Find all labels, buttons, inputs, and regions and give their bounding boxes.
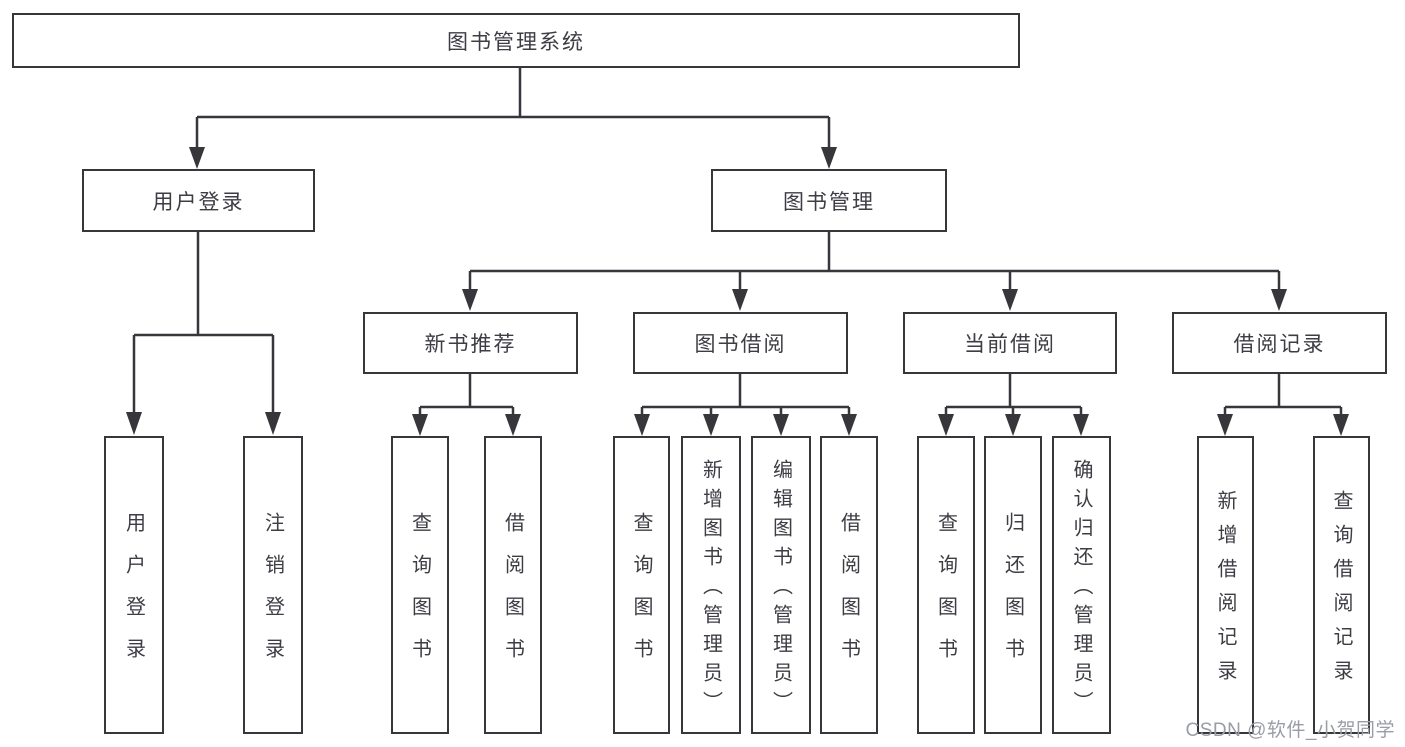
node-label: 编辑图书（管理员） [769,459,792,720]
leaf-borrow-books-borrowing: 借阅图书 [820,436,878,734]
leaf-borrow-books-recommend: 借阅图书 [484,436,542,734]
node-label: 确认归还（管理员） [1070,459,1092,720]
node-label: 用户登录 [152,190,245,214]
node-label: 借阅记录 [1233,333,1326,356]
csdn-watermark: CSDN @软件_小贺同学 [1185,720,1395,741]
node-label: 新增图书（管理员） [699,459,722,720]
leaf-add-borrow-record: 新增借阅记录 [1197,436,1254,734]
leaf-query-borrow-record: 查询借阅记录 [1313,436,1370,734]
node-label: 借阅图书 [837,512,860,680]
node-label: 注销登录 [261,512,284,680]
leaf-edit-books-admin: 编辑图书（管理员） [751,436,811,734]
node-new-book-recommendation: 新书推荐 [363,312,578,374]
leaf-query-books-current: 查询图书 [917,436,975,734]
node-label: 用户登录 [122,512,145,680]
node-label: 图书管理系统 [447,30,585,54]
node-label: 借阅图书 [501,512,524,680]
node-label: 查询图书 [408,512,431,680]
node-label: 归还图书 [1001,512,1024,680]
node-label: 新书推荐 [424,333,517,356]
node-book-management: 图书管理 [711,169,947,232]
node-label: 当前借阅 [964,333,1056,356]
node-label: 图书管理 [783,190,875,214]
leaf-return-books: 归还图书 [984,436,1042,734]
node-user-login: 用户登录 [82,169,315,232]
node-label: 图书借阅 [694,333,787,356]
node-current-borrowing: 当前借阅 [903,312,1117,374]
leaf-logout: 注销登录 [243,436,303,734]
node-label: 查询借阅记录 [1330,490,1352,694]
leaf-confirm-return-admin: 确认归还（管理员） [1052,436,1111,734]
node-borrowing-records: 借阅记录 [1172,312,1387,374]
leaf-add-books-admin: 新增图书（管理员） [681,436,741,734]
node-label: 新增借阅记录 [1214,490,1236,694]
leaf-query-books-recommend: 查询图书 [391,436,449,734]
node-label: 查询图书 [630,512,652,680]
node-book-borrowing: 图书借阅 [633,312,848,374]
node-label: 查询图书 [934,512,957,680]
leaf-query-books-borrowing: 查询图书 [613,436,670,734]
node-library-management-system: 图书管理系统 [12,13,1020,68]
leaf-user-login: 用户登录 [104,436,164,734]
